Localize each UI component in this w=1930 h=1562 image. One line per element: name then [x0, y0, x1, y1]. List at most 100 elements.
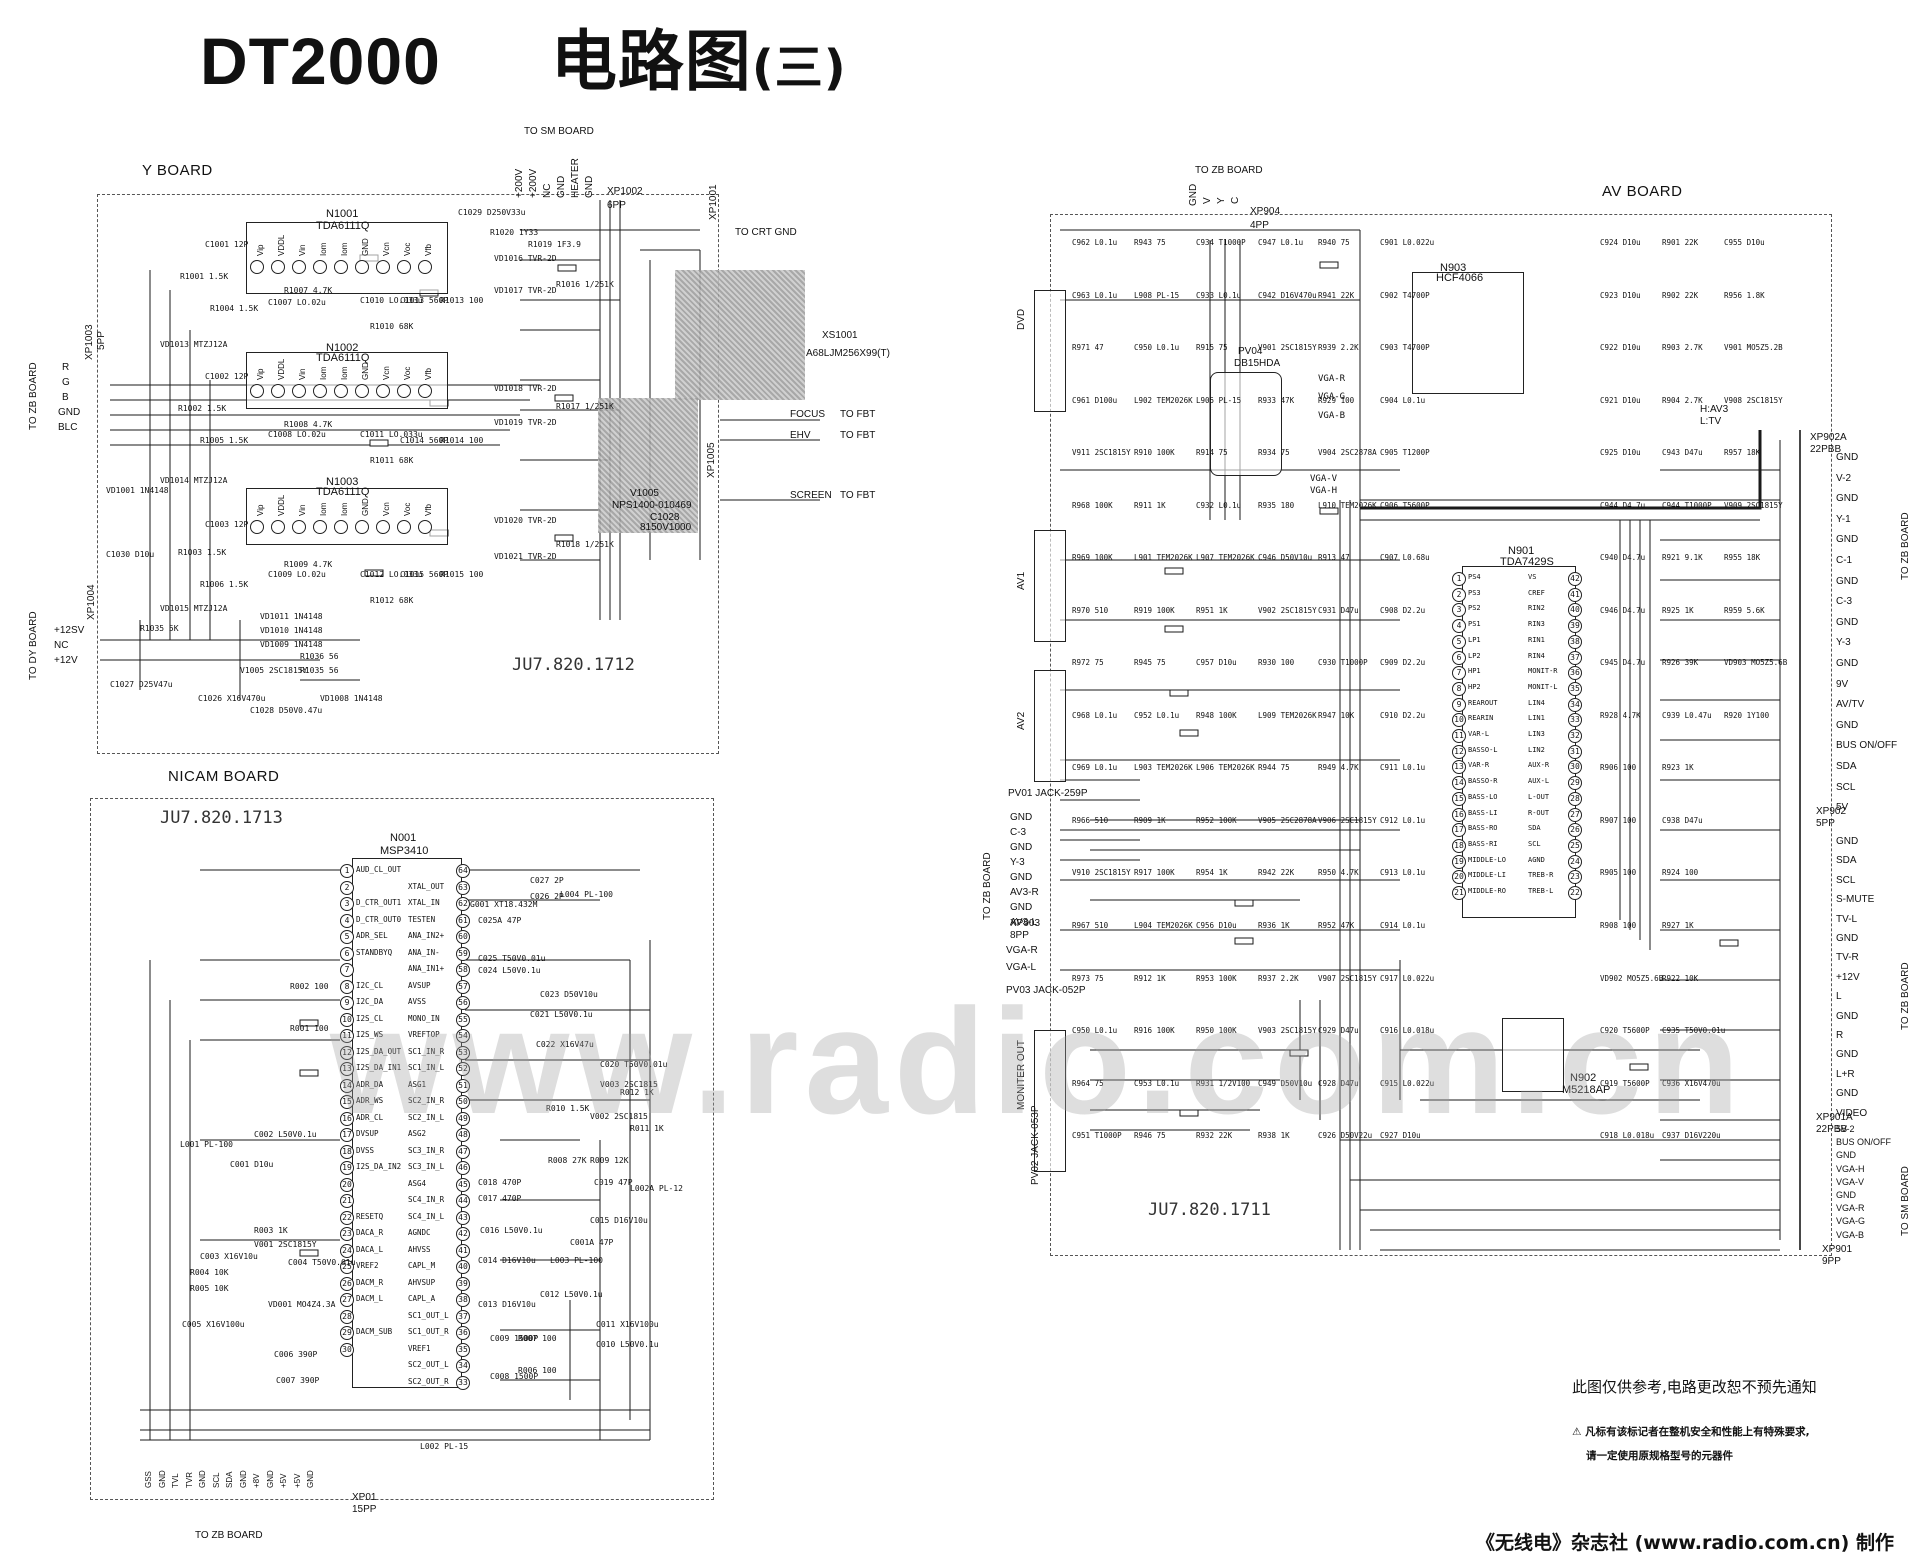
component-label: R954 1K: [1196, 868, 1228, 878]
ic-pin: 33: [1568, 713, 1582, 728]
component-label: R1011 68K: [370, 456, 414, 465]
ic-pin: 8: [340, 979, 354, 994]
component-label: V1005 2SC1815Y: [240, 666, 308, 675]
ic-pin-name: RIN1: [1528, 635, 1545, 644]
ic-pin: 37: [1568, 650, 1582, 665]
component-label: R002 100: [290, 982, 329, 991]
component-label: V910 2SC1815Y: [1072, 868, 1131, 878]
ic-n1001-part: TDA6111Q: [316, 220, 370, 232]
component-label: R938 1K: [1258, 1131, 1290, 1141]
component-label: C950 L0.1u: [1134, 343, 1180, 353]
jack-pv02: PV02 JACK-053P: [1030, 1105, 1041, 1186]
connector-pin-label: SCL: [1836, 781, 1856, 793]
component-label: C006 390P: [274, 1350, 318, 1359]
component-label: R964 75: [1072, 1078, 1104, 1088]
input-dvd: DVD: [1016, 308, 1027, 330]
connector-pin-label: GND: [265, 1470, 275, 1488]
connector-pin-label: GND: [1836, 1010, 1859, 1022]
ic-pin: 15: [1452, 791, 1466, 806]
component-label: R911 1K: [1134, 500, 1166, 510]
ic-pin-name: Voc: [403, 366, 412, 380]
ic-pin: 6: [1452, 650, 1466, 665]
component-label: R920 1Y100: [1724, 710, 1770, 720]
connector-pin-label: Y-3: [1836, 637, 1851, 649]
safety-note-line-1: ⚠ 凡标有该标记者在整机安全和性能上有特殊要求,: [1572, 1426, 1810, 1438]
ic-pin: 18: [1452, 838, 1466, 853]
ic-pin-name: SC3_IN_R: [408, 1145, 445, 1155]
fbt-screen-dest: TO FBT: [840, 490, 876, 501]
xp901-ref: XP901: [1822, 1244, 1853, 1255]
ic-pin-name: Iom: [319, 242, 328, 256]
component-label: C939 L0.47u: [1662, 710, 1712, 720]
connector-pin-label: VGA-H: [1836, 1163, 1865, 1174]
component-label: C950 L0.1u: [1072, 1026, 1118, 1036]
ic-pin-name: TREB-L: [1528, 887, 1554, 895]
nicam-board-label: NICAM BOARD: [168, 768, 280, 785]
component-label: R008 27K: [548, 1156, 587, 1165]
ic-pin-name: VS: [1528, 573, 1537, 581]
ic-pin-name: SC1_IN_R: [408, 1046, 445, 1056]
y-board: [97, 194, 719, 754]
ic-pin: 22: [340, 1210, 354, 1225]
ic-pin-name: SC2_OUT_L: [408, 1360, 449, 1369]
component-label: R1004 1.5K: [210, 304, 259, 313]
component-label: R971 47: [1072, 343, 1104, 353]
crt-v-ref: V1005: [630, 488, 659, 499]
component-label: VD1016 TVR-2D: [494, 254, 557, 263]
component-label: C1013 560P: [400, 296, 449, 305]
component-label: C935 T50V0.01u: [1662, 1026, 1726, 1036]
component-label: V902 2SC1815Y: [1258, 605, 1317, 615]
ic-pin-name: VAR-R: [1468, 761, 1490, 770]
ic-pin: 11: [1452, 729, 1466, 743]
ic-pin: 40: [1568, 603, 1582, 618]
ic-pin: 59: [456, 946, 470, 961]
component-label: R901 22K: [1662, 238, 1699, 247]
ic-pin-name: ANA_IN1+: [408, 964, 445, 973]
connector-pin-label: BUS ON/OFF: [1836, 1137, 1892, 1148]
component-label: R1016 1/251K: [556, 280, 614, 289]
ic-pin-name: DACA_R: [356, 1228, 384, 1237]
component-label: C1009 LO.02u: [268, 570, 326, 579]
component-label: L004 PL-100: [560, 890, 613, 899]
component-label: L910 TEM2026K: [1318, 500, 1377, 510]
component-label: C001A 47P: [570, 1238, 614, 1247]
ic-pin: 44: [456, 1194, 470, 1208]
ic-pin-name: ADR_SEL: [356, 931, 388, 940]
component-label: VD1018 TVR-2D: [494, 384, 557, 393]
component-label: C008 1500P: [490, 1372, 539, 1381]
ic-pin-name: BASS-RO: [1468, 824, 1498, 833]
component-label: V001 2SC1815Y: [254, 1240, 317, 1249]
connector-pin-label: 5V-2: [1836, 1124, 1855, 1134]
component-label: R916 100K: [1134, 1026, 1175, 1036]
component-label: C962 L0.1u: [1072, 238, 1118, 247]
ic-pin: 16: [340, 1111, 354, 1126]
ic-pin: [334, 384, 348, 398]
component-label: R1036 56: [300, 652, 339, 661]
ic-pin-name: SC1_IN_L: [408, 1063, 445, 1072]
component-label: R925 1K: [1662, 605, 1694, 615]
av-left-connector-ref: XP903: [1010, 918, 1041, 929]
y-top-connector-type: 6PP: [607, 200, 626, 211]
jack-pv01: PV01 JACK-259P: [1008, 788, 1088, 799]
connector-pin-label: GND: [1836, 1150, 1856, 1161]
ic-pin: 5: [340, 930, 354, 944]
component-label: R1014 100: [440, 436, 484, 445]
ic-pin: [271, 260, 285, 274]
component-label: V908 2SC1815Y: [1724, 395, 1783, 405]
ic-pin-name: LP1: [1468, 635, 1481, 644]
component-label: R924 100: [1662, 868, 1699, 878]
component-label: C925 D10u: [1600, 448, 1641, 458]
connector-pin-label: GND: [1836, 1190, 1856, 1200]
ic-pin: 43: [456, 1210, 470, 1225]
ic-pin: 47: [456, 1144, 470, 1159]
ic-pin: 35: [456, 1342, 470, 1357]
fbt-screen: SCREEN: [790, 490, 832, 501]
component-label: C025A 47P: [478, 916, 522, 925]
component-label: R923 1K: [1662, 763, 1694, 773]
av-top-connector-ref: XP904: [1250, 206, 1281, 217]
ic-pin-name: LIN4: [1528, 698, 1545, 707]
connector-pin-label: VGA-G: [1836, 1216, 1866, 1227]
component-label: R935 180: [1258, 500, 1295, 510]
ic-pin: 10: [1452, 713, 1466, 728]
av1-jack-block: [1034, 530, 1066, 642]
